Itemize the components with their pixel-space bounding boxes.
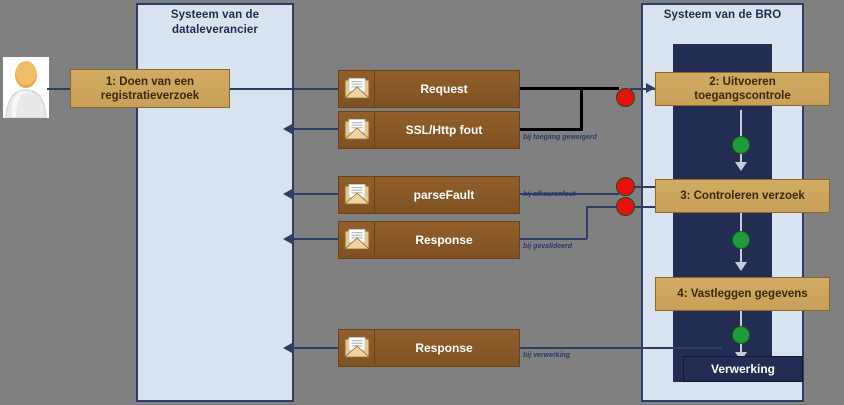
lane-dataleverancier bbox=[136, 3, 294, 402]
message-ssl-http-fout[interactable]: SSL/Http fout bbox=[338, 111, 520, 149]
annotation-gevalideerd: bij gevalideerd bbox=[523, 242, 572, 251]
envelope-icon bbox=[339, 222, 375, 258]
lane-title-text: Systeem van de BRO bbox=[663, 9, 782, 21]
lane-bro-title: Systeem van de BRO bbox=[641, 8, 804, 23]
annotation-text: bij gevalideerd bbox=[523, 243, 573, 250]
line-request-to-reddot1 bbox=[519, 87, 619, 90]
arrow-response1-left bbox=[283, 234, 292, 244]
annotation-text: bij afkeurenfout bbox=[523, 191, 576, 198]
red-dot-1[interactable] bbox=[616, 88, 635, 107]
arrow-response2-left bbox=[283, 343, 292, 353]
line-step3-to-reddot3 bbox=[630, 206, 658, 208]
process-step-1[interactable]: 1: Doen van een registratieverzoek bbox=[70, 69, 230, 108]
actor-person bbox=[3, 57, 49, 118]
message-parsefault[interactable]: parseFault bbox=[338, 176, 520, 214]
message-parsefault-label: parseFault bbox=[413, 188, 475, 202]
line-elbow-vertical bbox=[580, 88, 583, 130]
arrow-parsefault-left bbox=[283, 189, 292, 199]
red-dot-2[interactable] bbox=[616, 177, 635, 196]
arrow-into-step2 bbox=[646, 83, 655, 93]
arrow-sslfout-left bbox=[283, 124, 292, 134]
message-response-1[interactable]: Response bbox=[338, 221, 520, 259]
lane-title-line1: Systeem van de dataleverancier bbox=[170, 9, 260, 36]
line-verwerking-to-response2 bbox=[519, 347, 722, 349]
processing-box-verwerking[interactable]: Verwerking bbox=[683, 356, 803, 382]
annotation-text: bij toegang geweigerd bbox=[523, 134, 597, 141]
process-step-2-label: 2: Uitvoeren toegangscontrole bbox=[694, 76, 791, 102]
process-step-4-label: 4: Vastleggen gegevens bbox=[677, 288, 808, 300]
line-step1-to-request bbox=[230, 88, 338, 90]
envelope-icon bbox=[339, 112, 375, 148]
process-step-1-label: 1: Doen van een registratieverzoek bbox=[100, 75, 200, 102]
process-step-3[interactable]: 3: Controleren verzoek bbox=[655, 179, 830, 213]
line-elbow-horizontal bbox=[519, 128, 583, 131]
message-response-2-label: Response bbox=[415, 341, 473, 355]
envelope-glyph bbox=[343, 119, 370, 140]
line-response1-from-elbow bbox=[519, 238, 587, 240]
envelope-glyph bbox=[343, 229, 370, 250]
envelope-icon bbox=[339, 71, 375, 107]
message-request-label: Request bbox=[420, 82, 468, 96]
process-step-2[interactable]: 2: Uitvoeren toegangscontrole bbox=[655, 72, 830, 106]
message-request[interactable]: Request bbox=[338, 70, 520, 108]
process-step-4[interactable]: 4: Vastleggen gegevens bbox=[655, 277, 830, 311]
person-icon bbox=[5, 61, 47, 118]
line-reddot3-vertical bbox=[586, 206, 588, 239]
line-response2-to-lane bbox=[290, 347, 338, 349]
message-response-2[interactable]: Response bbox=[338, 329, 520, 367]
envelope-glyph bbox=[343, 184, 370, 205]
processing-box-label: Verwerking bbox=[710, 362, 776, 376]
envelope-icon bbox=[339, 177, 375, 213]
message-response-1-label: Response bbox=[415, 233, 473, 247]
line-parsefault-to-lane bbox=[290, 193, 338, 195]
green-dot-2[interactable] bbox=[732, 231, 750, 249]
line-actor-to-step1 bbox=[47, 88, 70, 90]
line-step3-to-reddot2 bbox=[630, 186, 658, 188]
line-reddot3-horizontal bbox=[586, 206, 620, 208]
green-dot-1[interactable] bbox=[732, 136, 750, 154]
line-response1-to-lane bbox=[290, 238, 338, 240]
arrow-band-down-2 bbox=[735, 262, 747, 271]
green-dot-3[interactable] bbox=[732, 326, 750, 344]
line-reddot1-to-step2 bbox=[630, 88, 658, 90]
annotation-toegang-geweigerd: bij toegang geweigerd bbox=[523, 133, 597, 142]
envelope-glyph bbox=[343, 337, 370, 358]
red-dot-3[interactable] bbox=[616, 197, 635, 216]
annotation-verwerking: bij verwerking bbox=[523, 351, 570, 360]
envelope-icon bbox=[339, 330, 375, 366]
arrow-band-down-1 bbox=[735, 162, 747, 171]
annotation-afkeurenfout: bij afkeurenfout bbox=[523, 190, 576, 199]
envelope-glyph bbox=[343, 78, 370, 99]
annotation-text: bij verwerking bbox=[523, 352, 571, 359]
message-ssl-http-fout-label: SSL/Http fout bbox=[405, 123, 483, 137]
lane-dataleverancier-title: Systeem van de dataleverancier bbox=[136, 8, 294, 38]
line-sslfout-to-lane bbox=[290, 128, 338, 130]
process-step-3-label: 3: Controleren verzoek bbox=[680, 190, 805, 202]
line-reddot2-to-parsefault bbox=[519, 193, 619, 195]
